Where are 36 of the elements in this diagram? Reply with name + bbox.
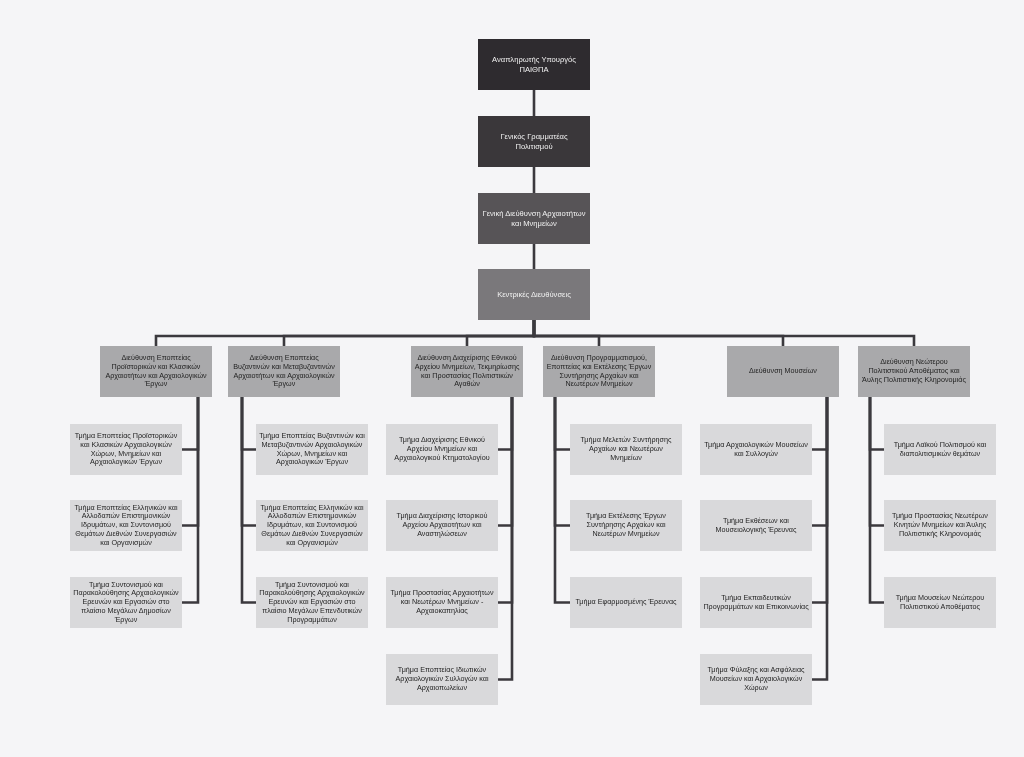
org-chart-box [478,116,590,167]
directorate-box [543,346,655,397]
directorate-box [100,346,212,397]
connector-line [182,397,200,604]
connector-line [868,397,884,604]
department-box [884,424,996,475]
department-box [884,500,996,551]
connector-line [532,320,916,346]
department-box [570,500,682,551]
department-box [570,424,682,475]
directorate-box [727,346,839,397]
department-box [700,654,812,705]
department-box [700,424,812,475]
directorate-box [411,346,523,397]
department-box [386,500,498,551]
connector-line [812,397,829,681]
department-box [386,577,498,628]
connector-line [532,90,536,116]
department-box [700,577,812,628]
connector-line [498,397,514,681]
department-box [884,577,996,628]
connector-line [240,397,256,604]
department-box [700,500,812,551]
department-box [256,424,368,475]
department-box [570,577,682,628]
directorate-box [858,346,970,397]
connector-line [532,167,536,193]
connector-line [553,397,570,604]
org-chart-box [478,39,590,90]
directorate-box [228,346,340,397]
org-chart-box [478,269,590,320]
connector-line [532,244,536,269]
org-chart-box [478,193,590,244]
department-box [386,424,498,475]
department-box [70,424,182,475]
department-box [386,654,498,705]
